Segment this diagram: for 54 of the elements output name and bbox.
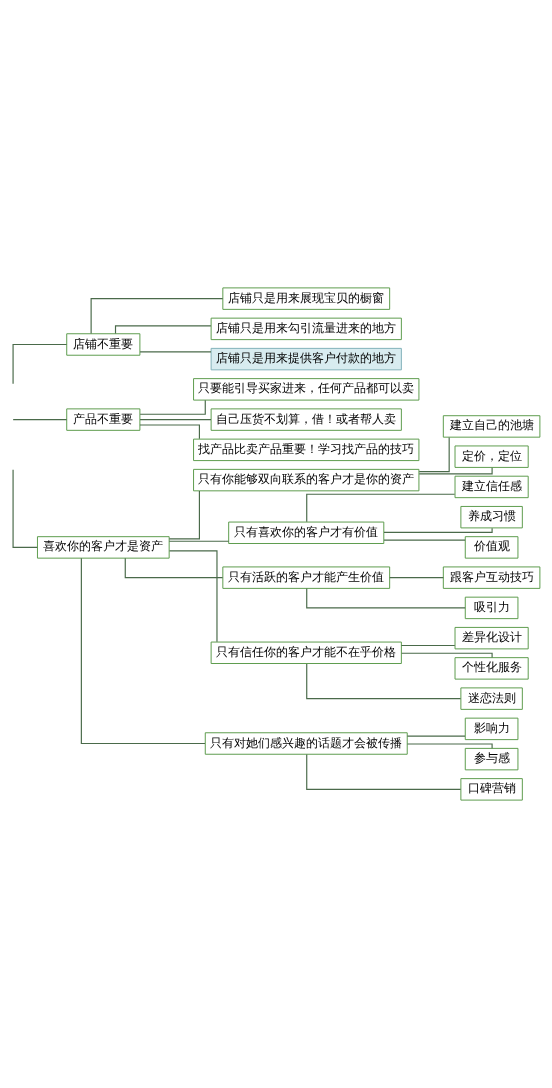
node-box: 养成习惯 xyxy=(460,505,523,529)
connector xyxy=(306,663,462,700)
node-box: 只要能引导买家进来，任何产品都可以卖 xyxy=(193,378,420,401)
node-box: 参与感 xyxy=(464,747,519,771)
connector xyxy=(389,577,444,579)
node-box: 店铺只是用来勾引流量进来的地方 xyxy=(210,317,402,341)
node-box: 建立信任感 xyxy=(454,475,529,499)
connector xyxy=(383,539,466,541)
connector xyxy=(406,743,493,749)
node-box: 差异化设计 xyxy=(454,626,529,650)
node-box: 店铺只是用来提供客户付款的地方 xyxy=(210,347,402,371)
connector xyxy=(12,343,68,385)
connector xyxy=(400,644,456,647)
node-box: 找产品比卖产品重要！学习找产品的技巧 xyxy=(193,438,420,462)
node-box: 迷恋法则 xyxy=(460,687,523,710)
connector xyxy=(139,419,212,421)
connector xyxy=(80,557,206,745)
connector xyxy=(418,436,450,473)
connector xyxy=(418,467,493,475)
node-box: 个性化服务 xyxy=(454,657,529,680)
connector xyxy=(168,540,230,542)
node-box: 口碑营销 xyxy=(460,778,523,801)
node-box: 跟客户互动技巧 xyxy=(442,566,541,589)
connector xyxy=(12,419,68,421)
node-box: 只有对她们感兴趣的话题才会被传播 xyxy=(204,732,408,755)
node-box: 只有信任你的客户才能不在乎价格 xyxy=(210,641,402,664)
node-box: 自己压货不划算，借！或者帮人卖 xyxy=(210,408,402,431)
connector xyxy=(12,469,38,548)
connector xyxy=(168,550,218,643)
connector xyxy=(306,493,456,523)
connector xyxy=(124,557,224,579)
connector xyxy=(139,351,212,353)
node-box: 定价，定位 xyxy=(454,445,529,468)
node-box: 只有喜欢你的客户才有价值 xyxy=(228,521,385,544)
node-box: 建立自己的池塘 xyxy=(442,415,541,438)
connector xyxy=(306,588,466,609)
node-box: 吸引力 xyxy=(464,596,519,620)
node-box: 影响力 xyxy=(464,717,519,741)
connector xyxy=(168,490,200,540)
connector xyxy=(306,754,462,790)
node-box: 只有活跃的客户才能产生价值 xyxy=(222,566,391,589)
node-box: 产品不重要 xyxy=(66,408,141,431)
node-box: 店铺不重要 xyxy=(66,333,141,356)
connector xyxy=(139,399,206,415)
connector xyxy=(383,527,493,533)
connector xyxy=(90,298,224,334)
node-box: 店铺只是用来展现宝贝的橱窗 xyxy=(222,287,391,310)
connector xyxy=(401,652,493,658)
connector xyxy=(139,424,200,440)
node-box: 喜欢你的客户才是资产 xyxy=(36,536,170,559)
connector xyxy=(114,325,212,335)
node-box: 只有你能够双向联系的客户才是你的资产 xyxy=(193,468,420,492)
connector xyxy=(406,735,466,737)
node-box: 价值观 xyxy=(464,536,519,559)
